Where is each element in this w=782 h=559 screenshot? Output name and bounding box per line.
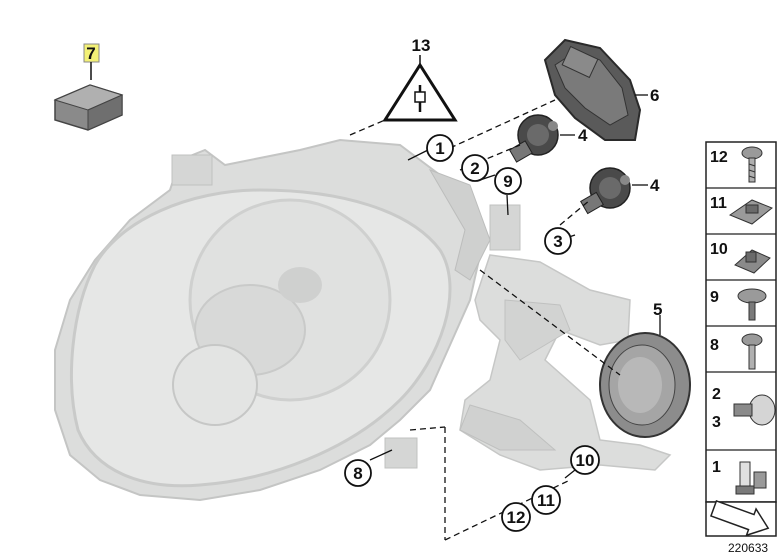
svg-text:2: 2 [470,159,479,178]
callout-12: 12 [501,502,531,532]
parts-legend: 12 11 10 9 8 2 3 [705,141,777,503]
svg-text:8: 8 [353,464,362,483]
bulb-icon [733,394,776,426]
halogen-bulb-icon [735,461,767,495]
headlight-housing [54,138,521,502]
svg-text:3: 3 [553,232,562,251]
diagram-id: 220633 [728,541,768,555]
callout-2: 2 [461,154,489,182]
arrow-icon [709,499,770,537]
svg-text:12: 12 [507,508,526,527]
nut-icon [734,249,771,274]
callout-7: 7 [86,44,95,63]
legend-label-12: 12 [710,149,728,166]
legend-label-2: 2 [712,386,721,403]
legend-label-10: 10 [710,241,728,258]
legend-label-9: 9 [710,289,719,306]
fastener-icon [741,333,763,370]
screw-icon [741,146,763,183]
legend-label-3: 3 [712,414,721,431]
callout-13: 13 [412,36,431,55]
callout-11: 11 [531,485,561,515]
legend-label-8: 8 [710,337,719,354]
mounting-bracket [459,254,672,471]
callout-1: 1 [426,134,454,162]
callout-9: 9 [494,167,522,195]
callout-6: 6 [650,86,659,105]
legend-label-11: 11 [710,195,727,212]
bulb-socket-lower [580,167,631,215]
svg-text:1: 1 [435,139,444,158]
cover-cap [543,38,642,141]
callout-10: 10 [570,445,600,475]
pin-icon [737,288,767,321]
electrical-warning-triangle [382,55,458,122]
callout-4-top: 4 [578,126,588,145]
svg-text:10: 10 [576,451,595,470]
callout-3: 3 [544,227,572,255]
svg-text:11: 11 [537,491,555,510]
svg-text:9: 9 [503,172,512,191]
clip-icon [728,199,773,225]
part-7-box [53,43,124,131]
callout-5: 5 [653,300,662,319]
legend-label-1: 1 [712,459,721,476]
bulb-socket-top [508,114,559,163]
callout-8: 8 [344,459,372,487]
direction-arrow-box [705,499,777,537]
round-cover [599,332,691,438]
callout-4-lower: 4 [650,176,660,195]
